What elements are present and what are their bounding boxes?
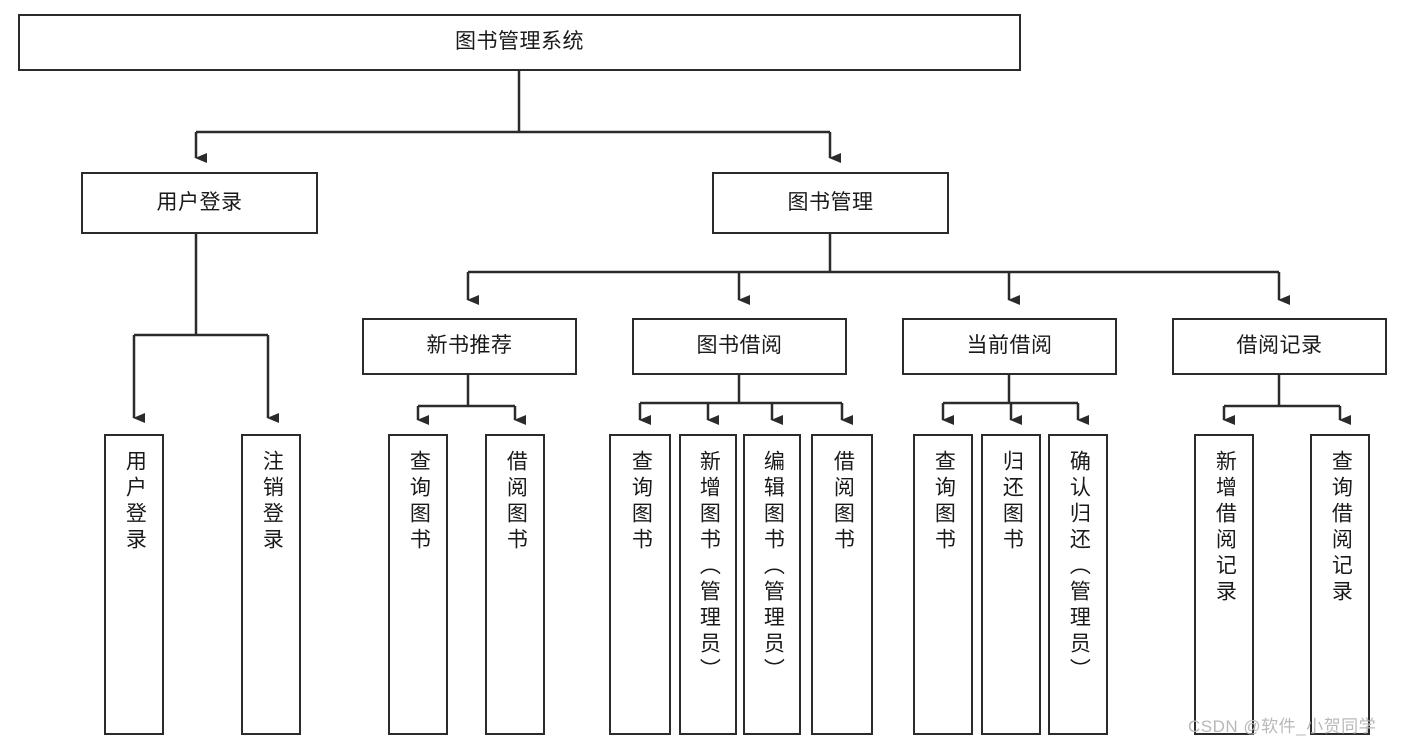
node-current-borrow-label: 当前借阅 [966, 334, 1053, 358]
node-user-login[interactable]: 用户登录 [81, 172, 318, 234]
node-leaf-logout-label: 注销登录 [260, 450, 284, 554]
node-leaf-query-book-recommend[interactable]: 查询图书 [388, 434, 448, 735]
node-leaf-add-book-admin[interactable]: 新增图书（管理员） [679, 434, 737, 735]
node-leaf-query-book-current[interactable]: 查询图书 [913, 434, 973, 735]
node-leaf-query-book-recommend-label: 查询图书 [407, 450, 431, 554]
node-leaf-user-login-label: 用户登录 [123, 450, 147, 554]
node-leaf-borrow-book-recommend-label: 借阅图书 [504, 450, 528, 554]
node-leaf-return-book[interactable]: 归还图书 [981, 434, 1041, 735]
node-leaf-confirm-return-admin[interactable]: 确认归还（管理员） [1048, 434, 1108, 735]
node-current-borrow[interactable]: 当前借阅 [902, 318, 1117, 375]
node-leaf-add-book-admin-label: 新增图书（管理员） [697, 450, 721, 684]
node-leaf-logout[interactable]: 注销登录 [241, 434, 301, 735]
node-borrow-record-label: 借阅记录 [1236, 334, 1323, 358]
node-new-book-recommend[interactable]: 新书推荐 [362, 318, 577, 375]
node-borrow-record[interactable]: 借阅记录 [1172, 318, 1387, 375]
node-leaf-query-borrow-record-label: 查询借阅记录 [1329, 450, 1353, 606]
node-book-management-label: 图书管理 [787, 190, 874, 214]
node-new-book-recommend-label: 新书推荐 [426, 334, 513, 358]
node-root-label: 图书管理系统 [455, 30, 584, 54]
node-book-borrow-label: 图书借阅 [696, 334, 783, 358]
node-root[interactable]: 图书管理系统 [18, 14, 1021, 71]
node-leaf-borrow-book-label: 借阅图书 [831, 450, 855, 554]
node-leaf-add-borrow-record-label: 新增借阅记录 [1213, 450, 1237, 606]
node-user-login-label: 用户登录 [156, 190, 243, 214]
node-leaf-query-book-borrow[interactable]: 查询图书 [609, 434, 671, 735]
node-leaf-query-book-borrow-label: 查询图书 [629, 450, 653, 554]
node-book-management[interactable]: 图书管理 [712, 172, 949, 234]
csdn-watermark: CSDN @软件_小贺同学 [1188, 717, 1377, 736]
node-leaf-return-book-label: 归还图书 [1000, 450, 1024, 554]
node-leaf-add-borrow-record[interactable]: 新增借阅记录 [1194, 434, 1254, 735]
node-leaf-borrow-book[interactable]: 借阅图书 [811, 434, 873, 735]
node-leaf-edit-book-admin[interactable]: 编辑图书（管理员） [743, 434, 801, 735]
node-leaf-query-book-current-label: 查询图书 [932, 450, 956, 554]
node-leaf-borrow-book-recommend[interactable]: 借阅图书 [485, 434, 545, 735]
node-leaf-user-login[interactable]: 用户登录 [104, 434, 164, 735]
node-leaf-confirm-return-admin-label: 确认归还（管理员） [1067, 450, 1091, 684]
node-leaf-query-borrow-record[interactable]: 查询借阅记录 [1310, 434, 1370, 735]
node-leaf-edit-book-admin-label: 编辑图书（管理员） [761, 450, 785, 684]
node-book-borrow[interactable]: 图书借阅 [632, 318, 847, 375]
